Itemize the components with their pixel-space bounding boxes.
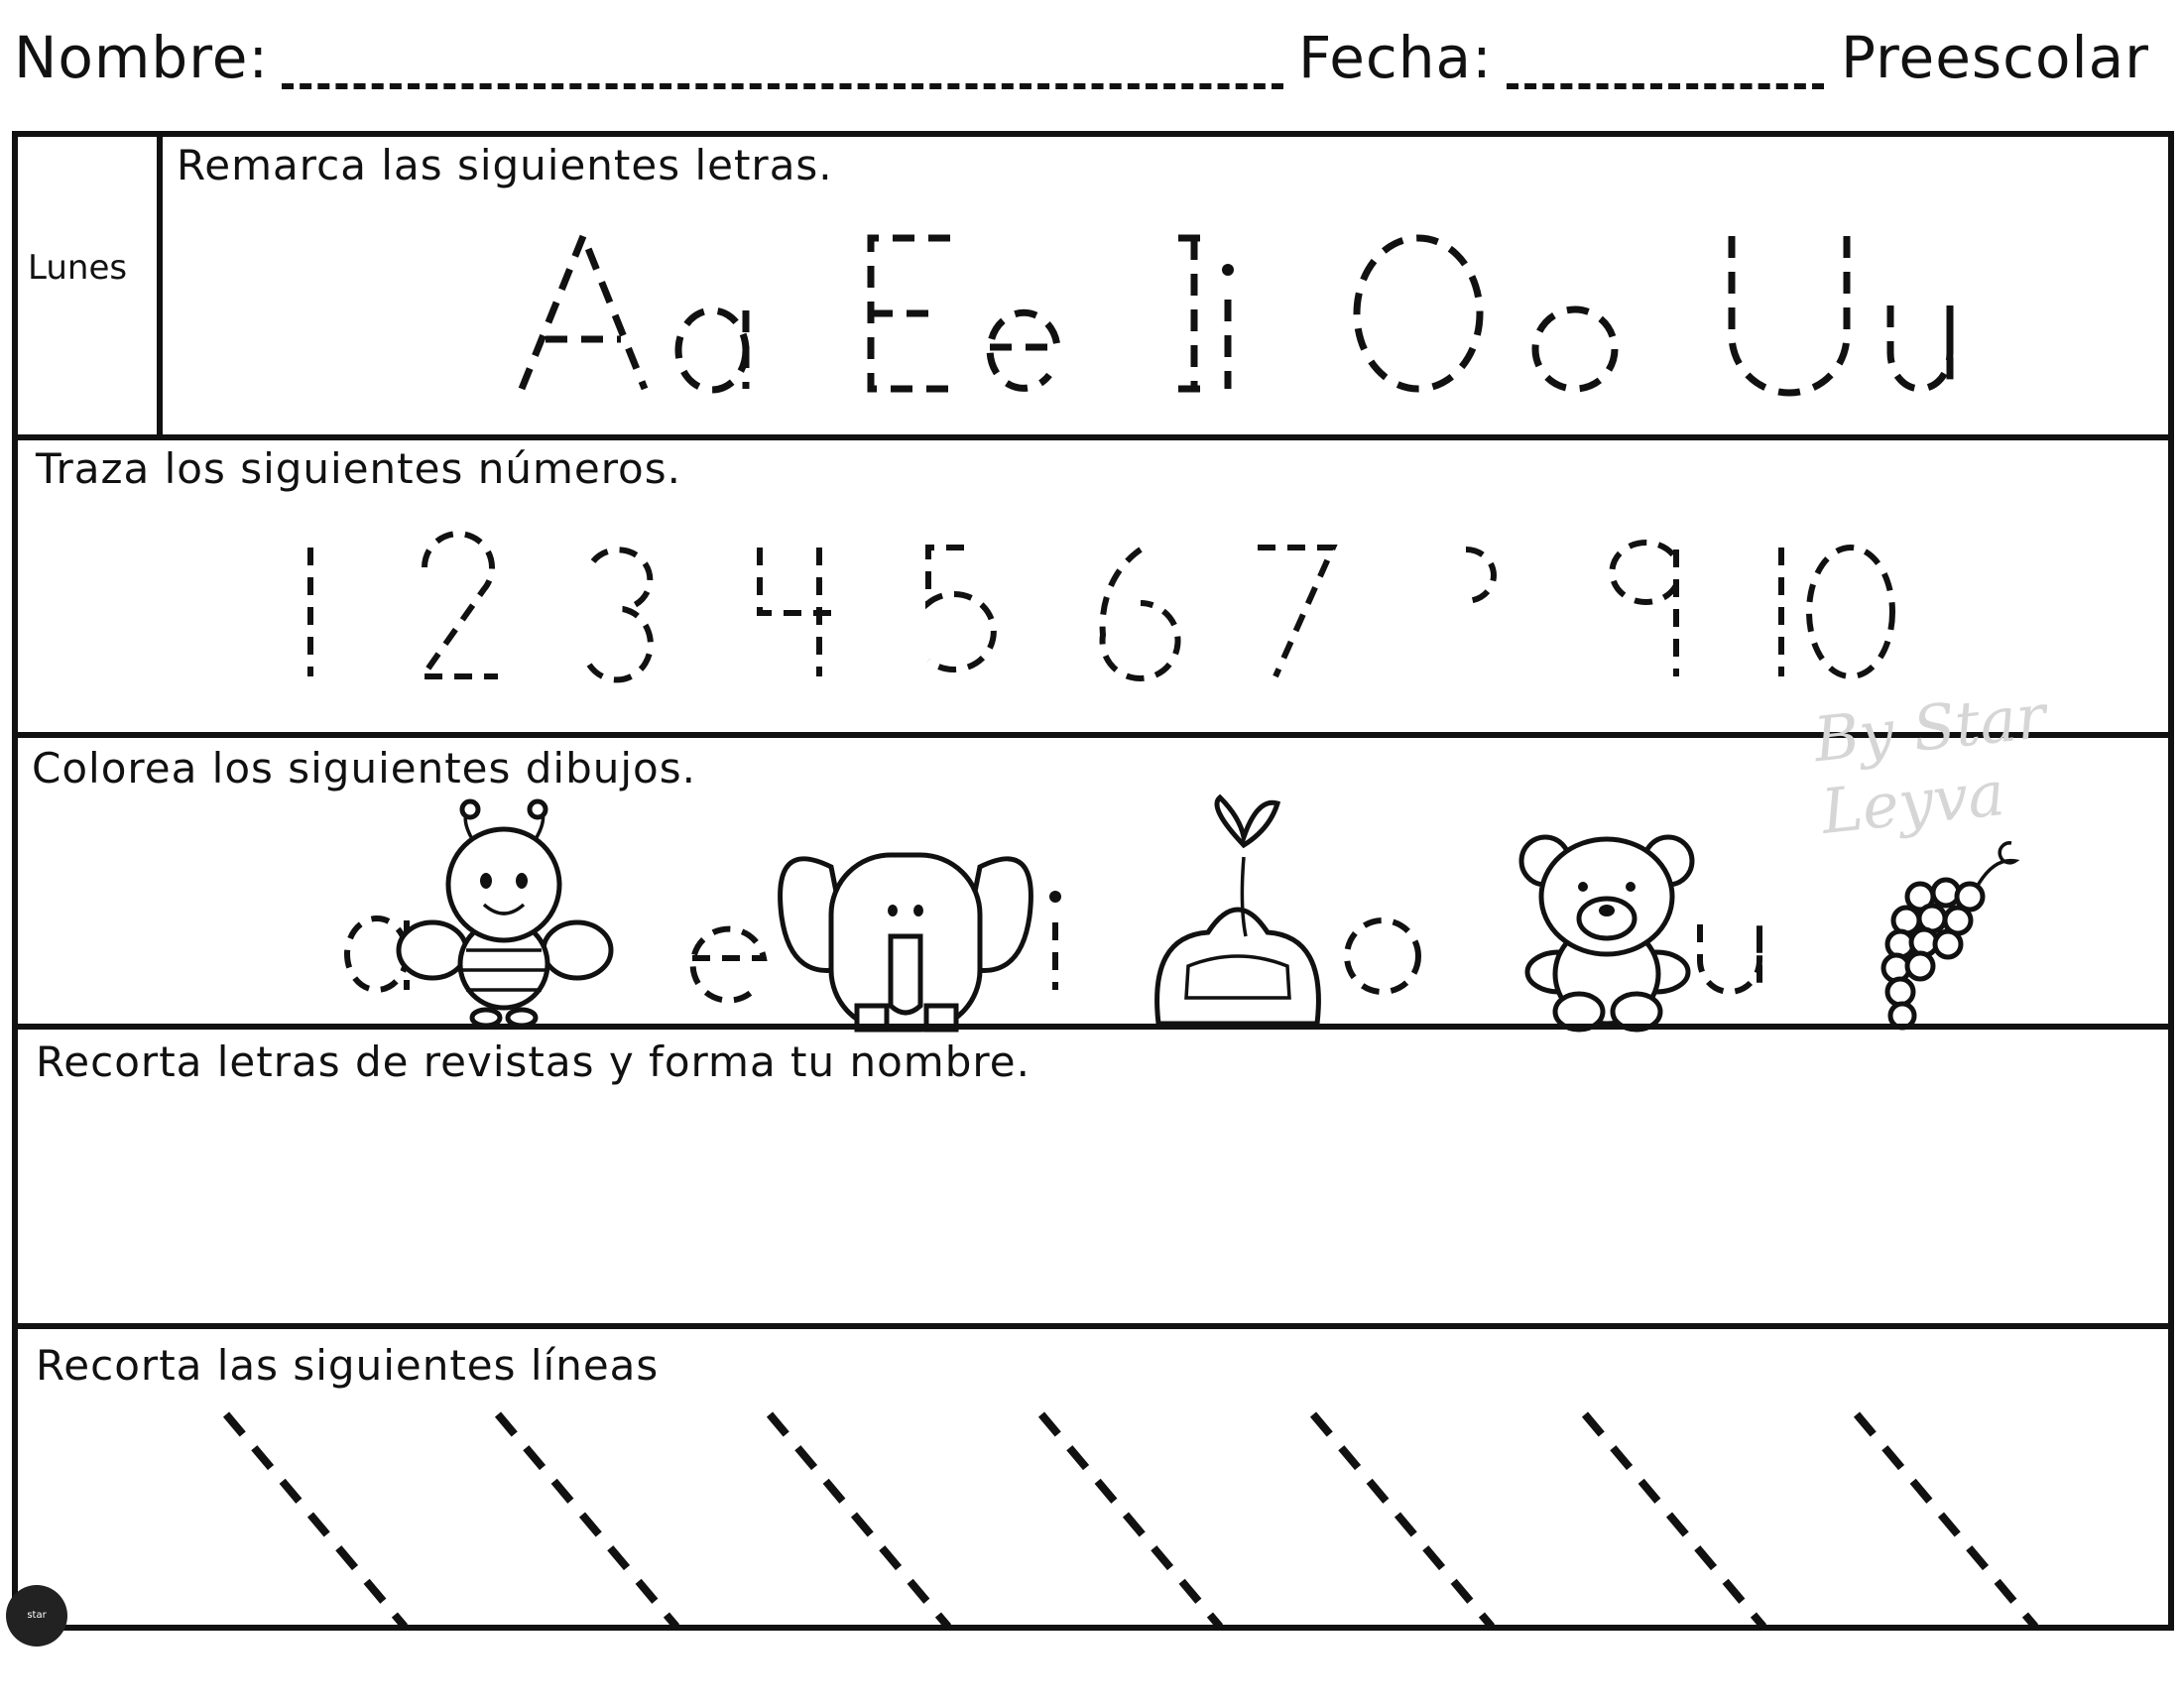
date-label: Fecha: <box>1298 24 1493 91</box>
trace-letter-o[interactable] <box>1344 917 1421 995</box>
trace-number-3[interactable] <box>586 547 654 683</box>
cut-lines-section: Recorta las siguientes líneas <box>18 1323 2168 1631</box>
trace-number-9[interactable] <box>1609 540 1679 676</box>
trace-number-2[interactable] <box>417 531 498 679</box>
drawings-section: Colorea los siguientes dibujos. <box>18 732 2168 1033</box>
day-label: Lunes <box>28 248 128 288</box>
trace-letter-aa[interactable] <box>518 226 750 394</box>
cut-lines <box>222 1411 2039 1630</box>
trace-number-6[interactable] <box>1099 547 1181 681</box>
trace-letter-i[interactable] <box>1049 891 1061 990</box>
trace-letter-u[interactable] <box>1697 924 1762 995</box>
letters-section: Lunes Remarca las siguientes letras. <box>18 137 2168 434</box>
traceable-numbers <box>307 531 1895 683</box>
bear-icon[interactable] <box>1518 834 1695 1033</box>
trace-letter-ee[interactable] <box>867 234 1061 393</box>
elephant-icon[interactable] <box>778 852 1033 1033</box>
cut-line[interactable] <box>1037 1411 1224 1630</box>
worksheet-header: Nombre: Fecha: Preescolar <box>14 18 2176 107</box>
cut-line[interactable] <box>1581 1411 1767 1630</box>
letters-instruction: Remarca las siguientes letras. <box>177 141 833 189</box>
numbers-section: Traza los siguientes números. <box>18 434 2168 732</box>
trace-letter-oo[interactable] <box>1353 234 1619 393</box>
lines-instruction: Recorta las siguientes líneas <box>36 1341 660 1390</box>
name-paste-area[interactable] <box>36 1109 2138 1307</box>
grapes-icon[interactable] <box>1880 841 2020 1031</box>
island-icon[interactable] <box>1154 793 1321 1027</box>
publisher-badge-text: star creando <box>16 1610 58 1682</box>
cut-line[interactable] <box>1309 1411 1496 1630</box>
coloring-row <box>344 793 2020 1033</box>
trace-letter-uu[interactable] <box>1728 236 1954 397</box>
trace-letter-e[interactable] <box>689 925 768 1004</box>
name-collage-section: Recorta letras de revistas y forma tu no… <box>18 1024 2168 1323</box>
trace-number-4[interactable] <box>757 548 833 676</box>
cut-line[interactable] <box>766 1411 952 1630</box>
name-instruction: Recorta letras de revistas y forma tu no… <box>36 1037 1031 1086</box>
trace-letter-ii[interactable] <box>1178 234 1234 393</box>
numbers-instruction: Traza los siguientes números. <box>36 444 681 493</box>
cut-line[interactable] <box>494 1411 680 1630</box>
bee-icon[interactable] <box>396 798 614 1029</box>
level-label: Preescolar <box>1841 24 2149 91</box>
trace-number-10[interactable] <box>1778 545 1895 679</box>
name-blank-line[interactable] <box>282 83 1283 89</box>
trace-number-5[interactable] <box>925 545 997 672</box>
day-column: Lunes <box>18 137 163 434</box>
worksheet-table: Lunes Remarca las siguientes letras. <box>12 131 2174 1631</box>
drawings-instruction: Colorea los siguientes dibujos. <box>32 744 696 793</box>
cut-line[interactable] <box>222 1411 409 1630</box>
trace-number-8[interactable] <box>1465 547 1497 604</box>
name-label: Nombre: <box>14 24 269 91</box>
trace-number-7[interactable] <box>1258 545 1338 678</box>
cut-line[interactable] <box>1853 1411 2039 1630</box>
date-blank-line[interactable] <box>1507 83 1824 89</box>
traceable-letters <box>518 226 1954 397</box>
